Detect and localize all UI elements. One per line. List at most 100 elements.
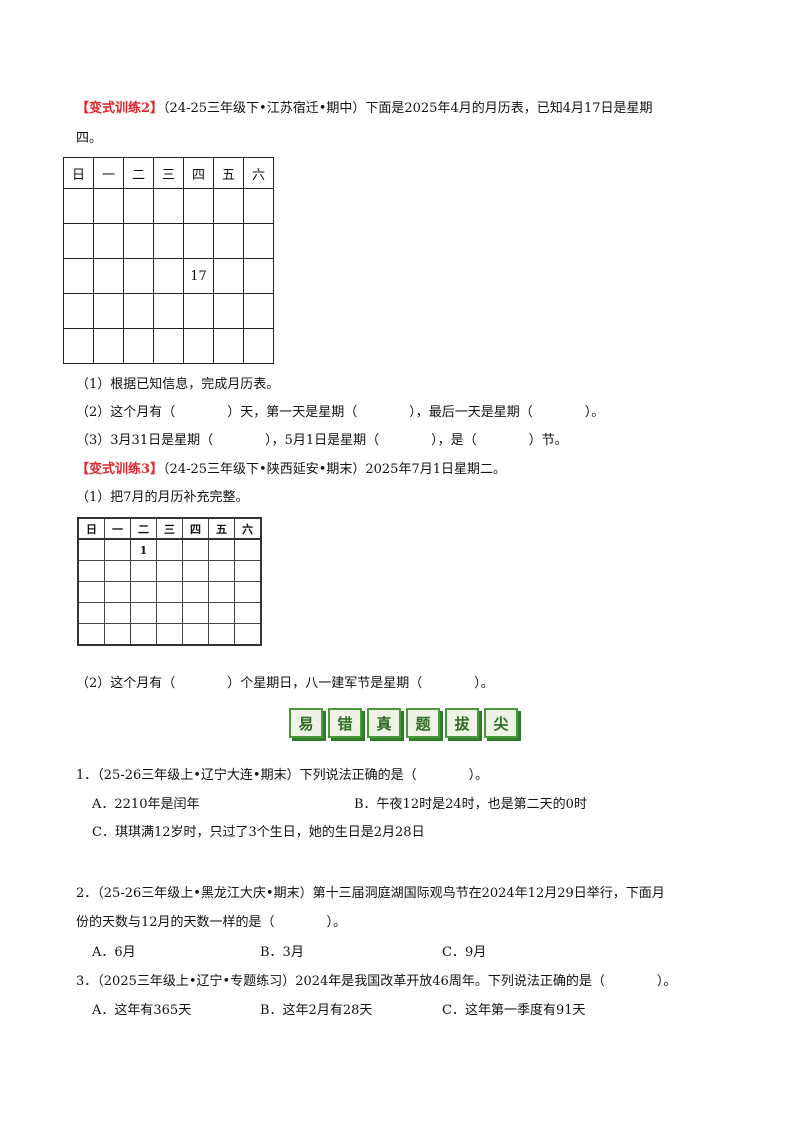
weekday-thu: 四 <box>183 157 214 189</box>
day-cell[interactable] <box>123 223 154 259</box>
day-cell[interactable] <box>77 538 105 561</box>
day-cell[interactable] <box>234 623 262 646</box>
day-cell[interactable] <box>77 623 105 646</box>
day-cell[interactable] <box>156 623 183 646</box>
day-cell[interactable] <box>213 223 244 259</box>
day-cell[interactable] <box>104 538 131 561</box>
day-cell[interactable] <box>93 293 124 329</box>
q1-option-b[interactable]: B．午夜12时是24时，也是第二天的0时 <box>354 797 587 812</box>
q3-option-a[interactable]: A．这年有365天 <box>92 1003 192 1018</box>
day-cell[interactable] <box>153 223 184 259</box>
day-cell[interactable] <box>182 623 209 646</box>
day-cell[interactable] <box>123 293 154 329</box>
day-cell[interactable] <box>123 188 154 224</box>
q1-option-a[interactable]: A．2210年是闰年 <box>92 797 200 812</box>
q3-option-b[interactable]: B．这年2月有28天 <box>260 1003 373 1018</box>
day-cell[interactable] <box>130 560 157 582</box>
day-cell[interactable] <box>130 602 157 624</box>
day-cell[interactable] <box>243 223 274 259</box>
day-cell[interactable] <box>77 581 105 603</box>
calendar-row <box>63 188 274 224</box>
q2-option-c[interactable]: C．9月 <box>442 945 487 960</box>
day-cell[interactable] <box>183 328 214 364</box>
weekday-wed: 三 <box>153 157 184 189</box>
day-cell[interactable] <box>182 581 209 603</box>
day-cell[interactable] <box>156 560 183 582</box>
weekday-mon: 一 <box>104 517 131 540</box>
day-cell[interactable] <box>213 328 244 364</box>
day-cell[interactable] <box>182 538 209 561</box>
day-cell[interactable] <box>243 328 274 364</box>
day-cell[interactable] <box>104 623 131 646</box>
calendar-row <box>77 602 262 624</box>
day-cell[interactable] <box>104 602 131 624</box>
q2-option-a[interactable]: A．6月 <box>92 945 136 960</box>
variant3-sub1: （1）把7月的月历补充完整。 <box>76 490 249 505</box>
error-prone-banner: 易 错 真 题 拔 尖 <box>289 708 518 738</box>
day-cell[interactable] <box>208 623 235 646</box>
day-cell[interactable] <box>234 602 262 624</box>
day-cell[interactable] <box>130 581 157 603</box>
calendar-row <box>77 623 262 646</box>
day-cell[interactable] <box>63 188 94 224</box>
day-cell[interactable] <box>234 538 262 561</box>
day-cell[interactable] <box>63 293 94 329</box>
day-cell[interactable] <box>153 258 184 294</box>
day-cell[interactable] <box>182 602 209 624</box>
variant3-text: （24-25三年级下•陕西延安•期末）2025年7月1日星期二。 <box>163 462 506 477</box>
calendar-header-row: 日 一 二 三 四 五 六 <box>77 517 262 540</box>
day-cell[interactable] <box>208 538 235 561</box>
q3-option-c[interactable]: C．这年第一季度有91天 <box>442 1003 586 1018</box>
day-cell[interactable] <box>213 258 244 294</box>
variant2-text: （24-25三年级下•江苏宿迁•期中）下面是2025年4月的月历表，已知4月17… <box>163 101 653 116</box>
day-cell[interactable] <box>63 328 94 364</box>
day-cell[interactable] <box>208 602 235 624</box>
day-cell[interactable] <box>153 328 184 364</box>
variant3-sub2: （2）这个月有（ ）个星期日，八一建军节是星期（ ）。 <box>76 676 494 691</box>
weekday-thu: 四 <box>182 517 209 540</box>
day-cell[interactable] <box>182 560 209 582</box>
day-cell[interactable] <box>183 293 214 329</box>
variant2-sub1: （1）根据已知信息，完成月历表。 <box>76 377 280 392</box>
day-cell[interactable] <box>234 560 262 582</box>
day-cell[interactable] <box>104 581 131 603</box>
day-cell[interactable] <box>77 602 105 624</box>
day-cell[interactable] <box>213 293 244 329</box>
q1-option-c[interactable]: C．琪琪满12岁时，只过了3个生日，她的生日是2月28日 <box>92 825 425 840</box>
banner-tile: 真 <box>367 708 401 738</box>
july-calendar-table: 日 一 二 三 四 五 六 1 <box>77 517 262 646</box>
weekday-fri: 五 <box>208 517 235 540</box>
day-cell[interactable] <box>156 581 183 603</box>
day-cell[interactable] <box>208 560 235 582</box>
day-cell[interactable] <box>104 560 131 582</box>
day-cell[interactable] <box>183 188 214 224</box>
variant3-tag: 【变式训练3】 <box>76 462 164 477</box>
day-cell[interactable] <box>243 293 274 329</box>
day-cell[interactable] <box>63 223 94 259</box>
day-cell[interactable] <box>93 188 124 224</box>
weekday-sun: 日 <box>63 157 94 189</box>
day-cell[interactable] <box>156 538 183 561</box>
day-cell[interactable] <box>234 581 262 603</box>
day-cell[interactable] <box>183 223 214 259</box>
day-cell[interactable] <box>123 258 154 294</box>
q2-option-b[interactable]: B．3月 <box>260 945 304 960</box>
day-cell[interactable] <box>243 258 274 294</box>
day-cell[interactable] <box>130 623 157 646</box>
day-cell[interactable] <box>63 258 94 294</box>
day-cell[interactable] <box>213 188 244 224</box>
banner-tile: 题 <box>406 708 440 738</box>
day-cell[interactable] <box>153 293 184 329</box>
calendar-row <box>63 293 274 329</box>
day-cell[interactable] <box>93 328 124 364</box>
day-cell[interactable] <box>123 328 154 364</box>
day-cell[interactable] <box>156 602 183 624</box>
day-cell[interactable] <box>153 188 184 224</box>
day-cell[interactable] <box>243 188 274 224</box>
day-cell[interactable] <box>93 258 124 294</box>
calendar-row <box>77 560 262 582</box>
banner-tile: 错 <box>328 708 362 738</box>
day-cell[interactable] <box>208 581 235 603</box>
day-cell[interactable] <box>93 223 124 259</box>
day-cell[interactable] <box>77 560 105 582</box>
